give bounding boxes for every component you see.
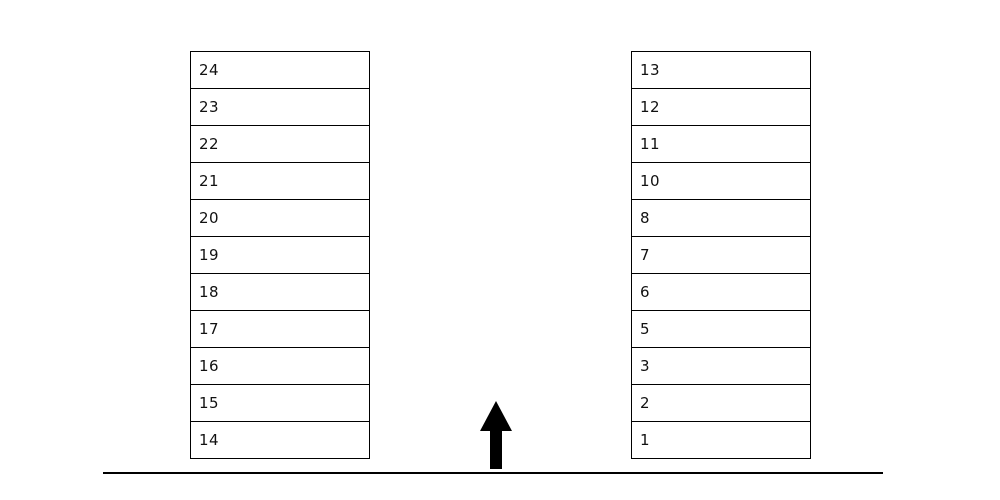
spot-box: 10 [631, 162, 811, 200]
spot-label: 10 [640, 172, 661, 190]
spot-label: 13 [640, 61, 661, 79]
spot-box: 12 [631, 88, 811, 126]
spot-label: 17 [199, 320, 220, 338]
ground-line [103, 472, 883, 474]
spot-label: 11 [640, 135, 661, 153]
spot-box: 1 [631, 421, 811, 459]
spot-box: 18 [190, 273, 370, 311]
spot-box: 6 [631, 273, 811, 311]
spot-label: 20 [199, 209, 220, 227]
spot-label: 3 [640, 357, 651, 375]
spot-box: 8 [631, 199, 811, 237]
spot-box: 11 [631, 125, 811, 163]
spot-label: 21 [199, 172, 220, 190]
spot-label: 7 [640, 246, 651, 264]
spot-box: 23 [190, 88, 370, 126]
spot-box: 13 [631, 51, 811, 89]
spot-label: 16 [199, 357, 220, 375]
spot-box: 2 [631, 384, 811, 422]
spot-label: 15 [199, 394, 220, 412]
spot-box: 16 [190, 347, 370, 385]
spot-label: 18 [199, 283, 220, 301]
spot-label: 22 [199, 135, 220, 153]
spot-label: 12 [640, 98, 661, 116]
spot-label: 8 [640, 209, 651, 227]
right-spot-stack: 13 12 11 10 8 7 6 5 3 2 1 [631, 51, 811, 459]
spot-box: 7 [631, 236, 811, 274]
spot-box: 5 [631, 310, 811, 348]
spot-box: 24 [190, 51, 370, 89]
up-arrow-icon [480, 401, 512, 469]
left-spot-stack: 24 23 22 21 20 19 18 17 16 15 14 [190, 51, 370, 459]
spot-box: 17 [190, 310, 370, 348]
spot-box: 19 [190, 236, 370, 274]
spot-label: 24 [199, 61, 220, 79]
spot-box: 3 [631, 347, 811, 385]
spot-label: 1 [640, 431, 651, 449]
spot-box: 22 [190, 125, 370, 163]
spot-label: 14 [199, 431, 220, 449]
spot-label: 2 [640, 394, 651, 412]
spot-label: 23 [199, 98, 220, 116]
spot-box: 20 [190, 199, 370, 237]
spot-box: 15 [190, 384, 370, 422]
spot-label: 6 [640, 283, 651, 301]
spot-label: 19 [199, 246, 220, 264]
spot-box: 21 [190, 162, 370, 200]
spot-label: 5 [640, 320, 651, 338]
spot-box: 14 [190, 421, 370, 459]
